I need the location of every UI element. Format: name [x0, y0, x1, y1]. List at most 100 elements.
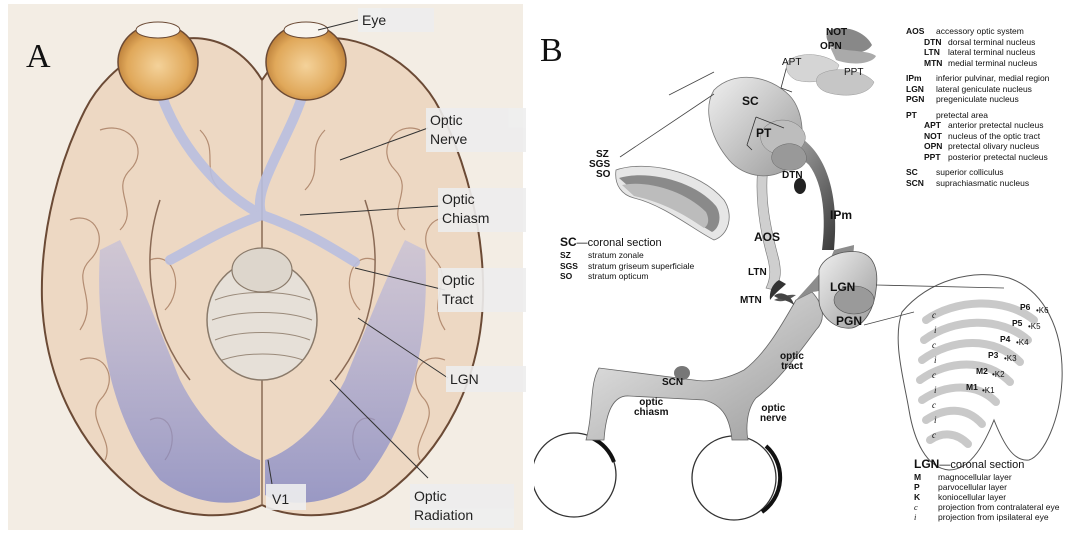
- panel-b-visual-pathway-schematic: B NOT OPN APT PPT PT SC SZ SGS SO DTN IP…: [534, 0, 1088, 534]
- lgn-legend-text: parvocellular layer: [938, 482, 1007, 492]
- key-abbr: LGN: [906, 84, 936, 94]
- key-row: APTanterior pretectal nucleus: [924, 120, 1043, 130]
- key-abbr: MTN: [924, 58, 948, 68]
- key-abbr: NOT: [924, 131, 948, 141]
- lgn-legend-abbr: K: [914, 492, 938, 502]
- lgn-layer-label: P6: [1020, 302, 1030, 312]
- label-optic-nerve: optic nerve: [760, 404, 787, 424]
- panel-a-letter: A: [26, 40, 51, 74]
- label-scn: SCN: [662, 378, 683, 388]
- key-abbr: APT: [924, 120, 948, 130]
- label-pgn: PGN: [836, 316, 862, 326]
- key-abbr: LTN: [924, 47, 948, 57]
- sc-section-title-abbr: SC: [560, 235, 577, 249]
- lgn-legend-text: magnocellular layer: [938, 472, 1012, 482]
- key-abbr: SC: [906, 167, 936, 177]
- koniocellular-layer-label: •K5: [1028, 322, 1041, 332]
- label-aos: AOS: [754, 232, 780, 242]
- label-pt: PT: [756, 128, 771, 138]
- key-text: pregeniculate nucleus: [936, 94, 1019, 104]
- label-sc: SC: [742, 96, 759, 106]
- key-abbr: AOS: [906, 26, 936, 36]
- key-abbr: SCN: [906, 178, 936, 188]
- key-text: inferior pulvinar, medial region: [936, 73, 1049, 83]
- label-optic-tract: Optic Tract: [442, 271, 475, 309]
- key-abbr: OPN: [924, 141, 948, 151]
- key-row: AOSaccessory optic system: [906, 26, 1024, 36]
- label-dtn: DTN: [782, 171, 803, 181]
- sc-section-title: SC—coronal section: [560, 236, 662, 249]
- label-not: NOT: [826, 28, 847, 38]
- eye-projection-mark: c: [932, 370, 936, 380]
- lgn-legend-abbr: c: [914, 502, 938, 512]
- panel-b-letter: B: [540, 34, 563, 68]
- panel-a-brain-illustration: A Eye Optic Nerve Optic Chiasm Optic Tra…: [0, 0, 530, 534]
- eye-projection-mark: c: [932, 310, 936, 320]
- koniocellular-layer-label: •K4: [1016, 338, 1029, 348]
- label-optic-chiasm: optic chiasm: [634, 398, 668, 418]
- eye-projection-mark: i: [934, 355, 937, 365]
- koniocellular-layer-label: •K1: [982, 386, 995, 396]
- eye-projection-mark: i: [934, 385, 937, 395]
- key-text: superior colliculus: [936, 167, 1004, 177]
- lgn-section-title-text: —coronal section: [939, 459, 1024, 471]
- eye-projection-mark: c: [932, 340, 936, 350]
- label-mtn: MTN: [740, 296, 762, 306]
- label-ltn: LTN: [748, 268, 767, 278]
- lgn-layer-label: P5: [1012, 318, 1022, 328]
- lgn-section-title: LGN—coronal section: [914, 458, 1024, 471]
- key-text: lateral geniculate nucleus: [936, 84, 1032, 94]
- eye-projection-mark: i: [934, 415, 937, 425]
- lgn-layer-label: P3: [988, 350, 998, 360]
- eye-projection-mark: c: [932, 430, 936, 440]
- lgn-layer-label: M1: [966, 382, 978, 392]
- key-abbr: DTN: [924, 37, 948, 47]
- key-abbr: PPT: [924, 152, 948, 162]
- key-abbr: PGN: [906, 94, 936, 104]
- key-text: accessory optic system: [936, 26, 1024, 36]
- lgn-legend-text: projection from ipsilateral eye: [938, 512, 1049, 522]
- brain-ventral-view-drawing: [0, 0, 530, 534]
- key-text: pretectal area: [936, 110, 988, 120]
- label-lgn: LGN: [830, 282, 855, 292]
- key-abbr: PT: [906, 110, 936, 120]
- koniocellular-layer-label: •K2: [992, 370, 1005, 380]
- eye-projection-mark: i: [934, 325, 937, 335]
- key-text: nucleus of the optic tract: [948, 131, 1040, 141]
- sc-legend-abbr: SO: [560, 271, 588, 281]
- label-optic-tract: optic tract: [780, 352, 804, 372]
- koniocellular-layer-label: •K6: [1036, 306, 1049, 316]
- lgn-layer-label: M2: [976, 366, 988, 376]
- lgn-legend-abbr: P: [914, 482, 938, 492]
- label-apt: APT: [782, 58, 801, 68]
- label-eye: Eye: [362, 11, 386, 30]
- key-abbr: IPm: [906, 73, 936, 83]
- key-row: MTNmedial terminal nucleus: [924, 58, 1037, 68]
- eye-projection-mark: c: [932, 400, 936, 410]
- key-text: dorsal terminal nucleus: [948, 37, 1035, 47]
- sc-legend-text: stratum zonale: [588, 250, 644, 260]
- key-text: posterior pretectal nucleus: [948, 152, 1048, 162]
- lgn-layer-label: P4: [1000, 334, 1010, 344]
- key-text: medial terminal nucleus: [948, 58, 1037, 68]
- label-ppt: PPT: [844, 68, 863, 78]
- koniocellular-layer-label: •K3: [1004, 354, 1017, 364]
- key-text: suprachiasmatic nucleus: [936, 178, 1029, 188]
- lgn-legend-abbr: M: [914, 472, 938, 482]
- lgn-legend-row: Pparvocellular layer: [914, 482, 1007, 492]
- label-optic-chiasm: Optic Chiasm: [442, 190, 489, 228]
- label-lgn: LGN: [450, 370, 479, 389]
